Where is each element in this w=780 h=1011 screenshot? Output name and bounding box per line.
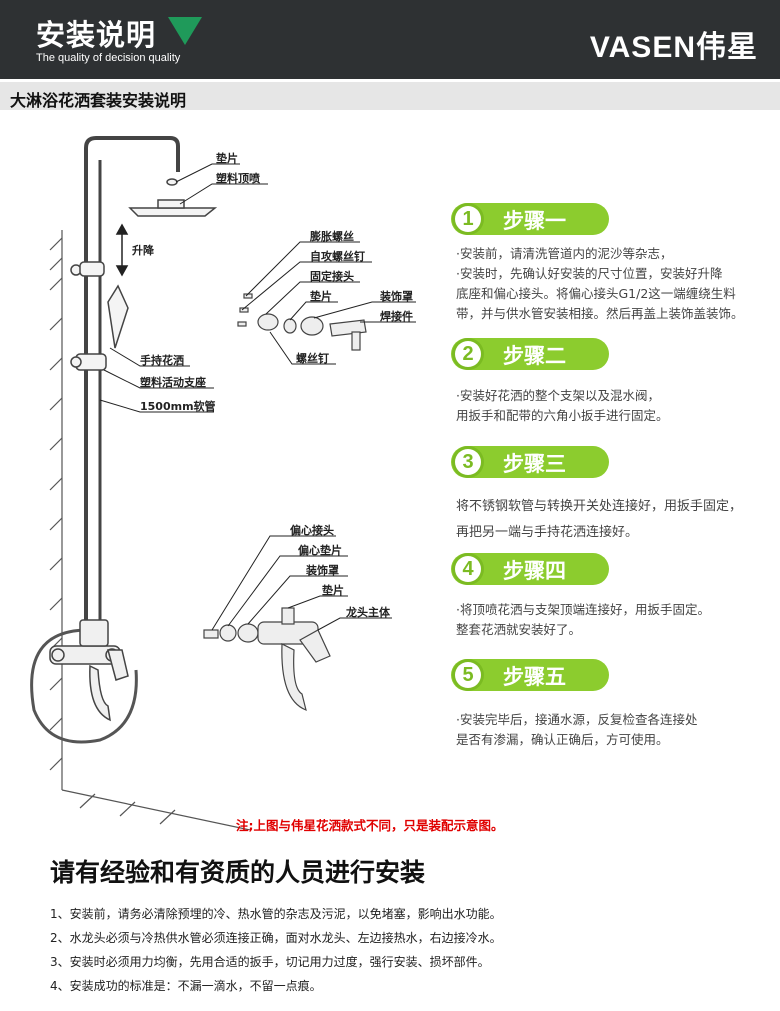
diagram-note: 注;上图与伟星花洒款式不同，只是装配示意图。 [236, 818, 504, 833]
header-subtitle: The quality of decision quality [36, 52, 181, 64]
step-2-text: ·安装好花洒的整个支架以及混水阀， 用扳手和配带的六角小扳手进行固定。 [456, 388, 669, 423]
label-eccentric-joint: 偏心接头 [290, 523, 334, 537]
step-5-number: 5 [455, 662, 481, 688]
step-2-label: 步骤二 [503, 344, 566, 368]
header-title: 安装说明 [36, 18, 157, 52]
step-4-text: ·将顶喷花洒与支架顶端连接好，用扳手固定。 整套花洒就安装好了。 [456, 602, 710, 637]
label-screw: 螺丝钉 [296, 351, 329, 365]
rule-item: 2、水龙头必须与冷热供水管必须连接正确，面对水龙头、左边接热水，右边接冷水。 [50, 931, 502, 945]
rule-item: 1、安装前，请务必清除预埋的冷、热水管的杂志及污泥，以免堵塞，影响出水功能。 [50, 907, 502, 921]
label-plastic-top-spray: 塑料顶喷 [216, 171, 260, 185]
label-plastic-slide-seat: 塑料活动支座 [140, 375, 206, 389]
label-expansion-screw: 膨胀螺丝 [309, 229, 354, 243]
triangle-logo-icon [168, 17, 202, 45]
step-1-label: 步骤一 [503, 209, 566, 233]
wall [49, 230, 251, 830]
bracket-exploded-view [237, 293, 367, 351]
faucet-exploded-view [203, 607, 331, 711]
step-1-badge: 1 步骤一 [451, 203, 609, 235]
label-fixed-joint: 固定接头 [310, 269, 354, 283]
shower-riser [70, 136, 218, 640]
step-1-text: ·安装前，请清洗管道内的泥沙等杂志， ·安装时，先确认好安装的尺寸位置，安装好升… [456, 246, 744, 321]
label-gasket-low: 垫片 [322, 583, 344, 597]
step-4-label: 步骤四 [503, 559, 566, 583]
step-5-label: 步骤五 [503, 665, 566, 689]
top-spray-head [128, 207, 218, 217]
page-title-bar: 大淋浴花洒套装安装说明 [0, 82, 780, 110]
label-decor-cover-2: 装饰罩 [305, 563, 339, 577]
step-3-number: 3 [455, 449, 481, 475]
lift-arrow-icon [115, 223, 129, 277]
hose [30, 628, 138, 744]
label-self-tapping-screw: 自攻螺丝钉 [310, 249, 365, 263]
label-weld-part: 焊接件 [380, 309, 413, 323]
label-decor-cover: 装饰罩 [379, 289, 413, 303]
label-gasket-mid: 垫片 [310, 289, 332, 303]
header-banner: 安装说明 The quality of decision quality VAS… [0, 0, 780, 79]
notice-title: 请有经验和有资质的人员进行安装 [50, 858, 426, 887]
installation-rules: 1、安装前，请务必清除预埋的冷、热水管的杂志及污泥，以免堵塞，影响出水功能。 2… [50, 902, 502, 998]
label-lift: 升降 [132, 243, 155, 257]
step-2-number: 2 [455, 341, 481, 367]
step-4-number: 4 [455, 556, 481, 582]
step-5-badge: 5 步骤五 [451, 659, 609, 691]
hand-shower-icon [107, 284, 129, 349]
installation-diagram: 垫片 塑料顶喷 升降 膨胀螺丝 自攻螺丝钉 固定接头 垫片 装饰罩 焊接件 螺丝… [30, 136, 416, 830]
label-hose: 1500mm软管 [140, 399, 216, 413]
label-hand-shower: 手持花洒 [140, 353, 184, 367]
step-1-number: 1 [455, 206, 481, 232]
rule-item: 3、安装时必须用力均衡，先用合适的扳手，切记用力过度，强行安装、损坏部件。 [50, 955, 490, 969]
step-5-text: ·安装完毕后，接通水源，反复检查各连接处 是否有渗漏，确认正确后，方可使用。 [456, 712, 698, 747]
label-faucet-body: 龙头主体 [345, 605, 391, 619]
label-eccentric-gasket: 偏心垫片 [298, 543, 342, 557]
page-title: 大淋浴花洒套装安装说明 [10, 91, 187, 110]
step-3-text: 将不锈钢软管与转换开关处连接好，用扳手固定， 再把另一端与手持花洒连接好。 [456, 499, 743, 540]
brand-logo: VASEN伟星 [589, 31, 758, 64]
rule-item: 4、安装成功的标准是：不漏一滴水，不留一点痕。 [50, 979, 322, 993]
step-3-label: 步骤三 [503, 452, 566, 476]
label-gasket-top: 垫片 [216, 151, 238, 165]
step-4-badge: 4 步骤四 [451, 553, 609, 585]
step-2-badge: 2 步骤二 [451, 338, 609, 370]
mixer-valve [49, 619, 129, 722]
label-leaders [99, 163, 416, 631]
step-3-badge: 3 步骤三 [451, 446, 609, 478]
